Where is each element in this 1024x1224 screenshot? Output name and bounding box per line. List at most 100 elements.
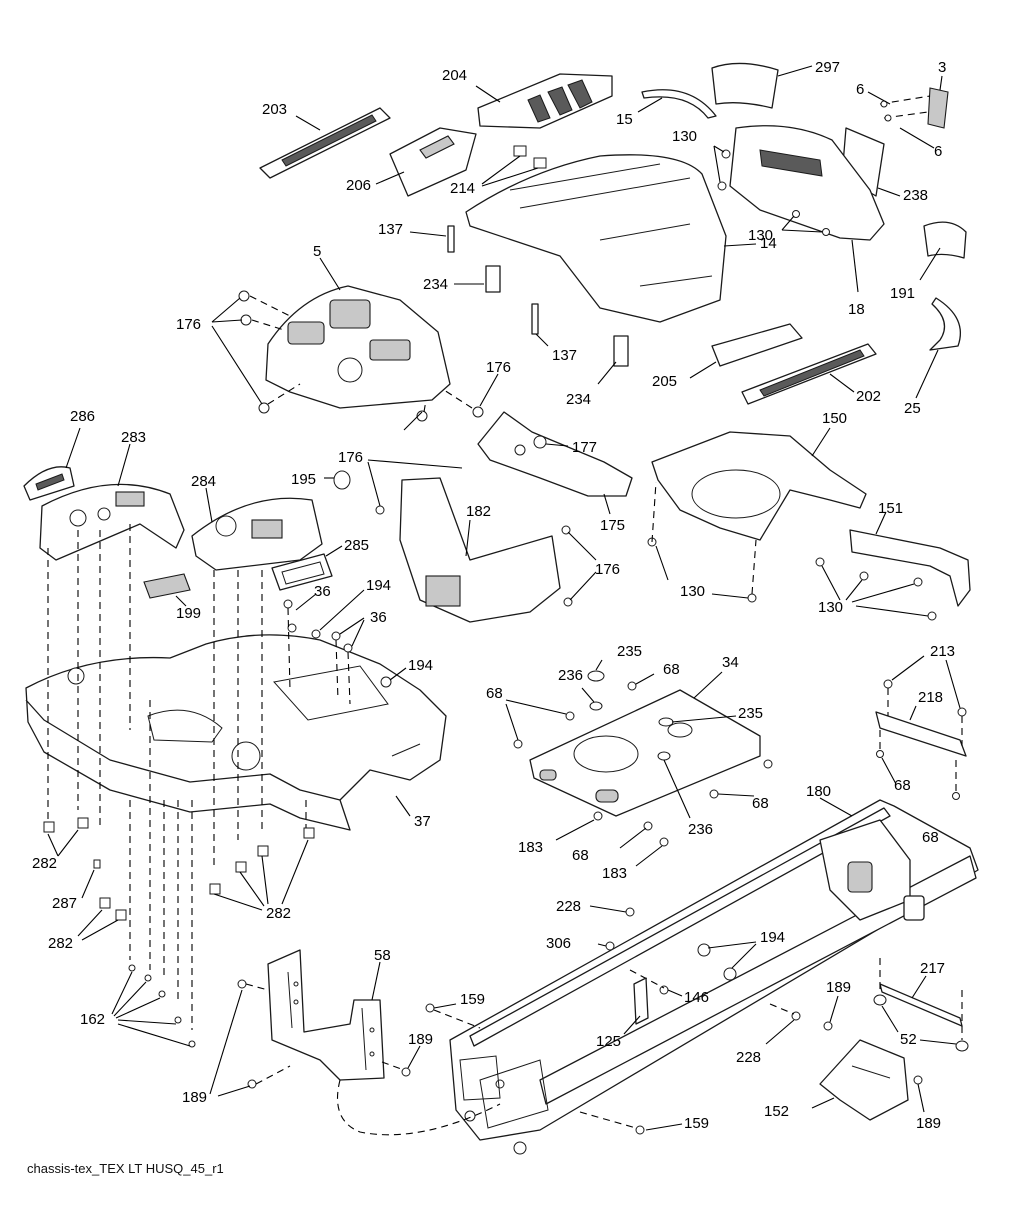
part-15-strip <box>637 89 717 119</box>
part-151-bracket <box>815 511 971 621</box>
callout-137-lower: 137 <box>552 347 577 364</box>
callout-151: 151 <box>878 500 903 517</box>
callout-175: 175 <box>600 517 625 534</box>
callout-286: 286 <box>70 408 95 425</box>
callout-159-lower: 159 <box>684 1115 709 1132</box>
callout-282-bottom: 282 <box>48 935 73 952</box>
callout-176-right: 176 <box>486 359 511 376</box>
part-36-screws <box>283 589 407 705</box>
callout-130-bracket: 130 <box>818 599 843 616</box>
part-3-plate <box>867 75 949 149</box>
part-137-strips <box>409 225 549 347</box>
callout-180: 180 <box>806 783 831 800</box>
part-125-bracket <box>623 977 649 1035</box>
callout-6-lower: 6 <box>934 143 942 160</box>
fender-hardware-lines <box>43 524 315 1048</box>
callout-235-lower: 235 <box>738 705 763 722</box>
callout-282-right: 282 <box>266 905 291 922</box>
part-202-grille <box>741 343 877 405</box>
callout-68-plate-left: 68 <box>486 685 503 702</box>
part-191-cover <box>919 221 967 281</box>
callout-191: 191 <box>890 285 915 302</box>
callout-213: 213 <box>930 643 955 660</box>
callout-3: 3 <box>938 59 946 76</box>
callout-137-upper: 137 <box>378 221 403 238</box>
diagram-file-code: chassis-tex_TEX LT HUSQ_45_r1 <box>27 1161 224 1176</box>
part-297-cover <box>711 62 813 109</box>
part-25-bracket <box>915 297 962 399</box>
part-5-dash <box>211 257 499 422</box>
callout-152: 152 <box>764 1103 789 1120</box>
callout-284: 284 <box>191 473 216 490</box>
part-14-hood <box>465 154 757 323</box>
callout-203: 203 <box>262 101 287 118</box>
callout-36-right: 36 <box>370 609 387 626</box>
callout-146: 146 <box>684 989 709 1006</box>
part-206-panel <box>375 127 477 197</box>
callout-285: 285 <box>344 537 369 554</box>
part-285-gasket <box>271 545 343 591</box>
callout-282-left: 282 <box>32 855 57 872</box>
callout-5: 5 <box>313 243 321 260</box>
callout-189-frame: 189 <box>826 979 851 996</box>
callout-14: 14 <box>760 235 777 252</box>
callout-52: 52 <box>900 1031 917 1048</box>
callout-68-plate-right: 68 <box>752 795 769 812</box>
callout-195: 195 <box>291 471 316 488</box>
callout-202: 202 <box>856 388 881 405</box>
callout-130-shroud: 130 <box>680 583 705 600</box>
callout-204: 204 <box>442 67 467 84</box>
callout-228-lower: 228 <box>736 1049 761 1066</box>
callout-189-plate: 189 <box>916 1115 941 1132</box>
callout-183-left: 183 <box>518 839 543 856</box>
callout-labels: 297 3 6 6 204 203 15 130 206 214 238 137… <box>32 59 955 1132</box>
callout-177: 177 <box>572 439 597 456</box>
callout-306: 306 <box>546 935 571 952</box>
part-150-shroud <box>647 427 867 603</box>
callout-234-upper: 234 <box>423 276 448 293</box>
callout-34: 34 <box>722 654 739 671</box>
callout-68-frame: 68 <box>922 829 939 846</box>
callout-234-lower: 234 <box>566 391 591 408</box>
callout-15: 15 <box>616 111 633 128</box>
callout-150: 150 <box>822 410 847 427</box>
callout-176-lower: 176 <box>595 561 620 578</box>
part-214-clips <box>481 145 547 187</box>
callout-176-center: 176 <box>338 449 363 466</box>
part-34-plate <box>505 659 773 867</box>
callout-37: 37 <box>414 813 431 830</box>
callout-194-mid: 194 <box>408 657 433 674</box>
part-204-vent <box>475 73 613 129</box>
callout-125: 125 <box>596 1033 621 1050</box>
callout-189-left: 189 <box>182 1089 207 1106</box>
callout-297: 297 <box>815 59 840 76</box>
callout-206: 206 <box>346 177 371 194</box>
callout-228-upper: 228 <box>556 898 581 915</box>
callout-58: 58 <box>374 947 391 964</box>
part-195-plug <box>324 470 351 490</box>
callout-194-upper: 194 <box>366 577 391 594</box>
callout-199: 199 <box>176 605 201 622</box>
callout-205: 205 <box>652 373 677 390</box>
part-284-cover <box>191 487 323 571</box>
callout-25: 25 <box>904 400 921 417</box>
callout-130-mid: 130 <box>748 227 773 244</box>
part-18-nose <box>713 125 885 293</box>
callout-235-upper: 235 <box>617 643 642 660</box>
callout-68-bracket: 68 <box>894 777 911 794</box>
callout-130-top: 130 <box>672 128 697 145</box>
callout-183-right: 183 <box>602 865 627 882</box>
callout-68-plate-top: 68 <box>663 661 680 678</box>
part-218-bracket <box>875 655 967 800</box>
part-283-cover <box>39 443 185 561</box>
callout-162: 162 <box>80 1011 105 1028</box>
part-234-blocks <box>454 265 629 385</box>
part-199-plate <box>143 573 191 607</box>
part-203-grille <box>259 107 391 179</box>
callout-189-bracket: 189 <box>408 1031 433 1048</box>
callout-238: 238 <box>903 187 928 204</box>
part-152-plate <box>811 995 925 1121</box>
part-217-rod <box>873 958 969 1052</box>
callout-6-upper: 6 <box>856 81 864 98</box>
